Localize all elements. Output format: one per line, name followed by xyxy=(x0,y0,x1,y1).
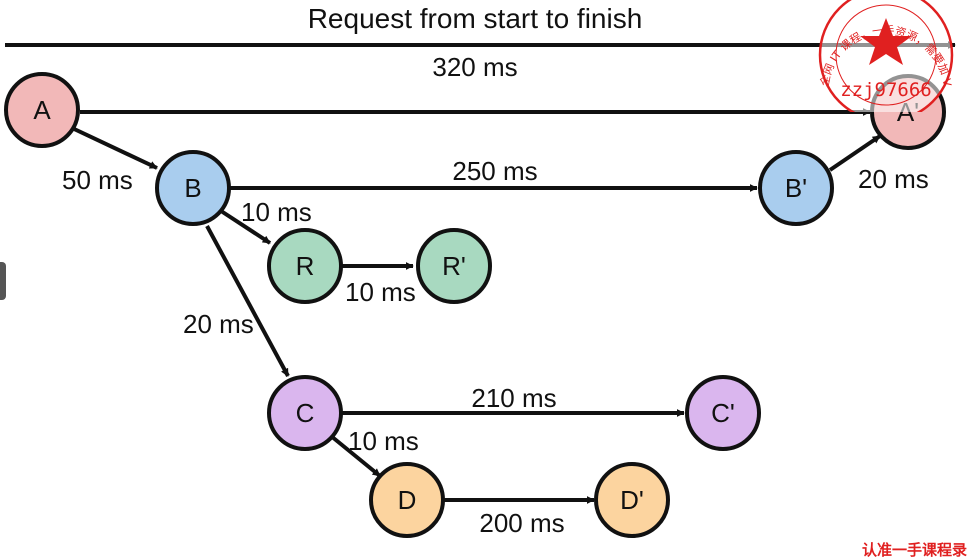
node-c-prime-circle xyxy=(685,375,761,451)
node-d: D xyxy=(369,462,445,538)
node-d-circle xyxy=(369,462,445,538)
diagram-title: Request from start to finish xyxy=(308,3,643,34)
node-a: A xyxy=(4,72,80,148)
edge-a-b-label: 50 ms xyxy=(62,165,133,195)
node-b-prime-circle xyxy=(758,150,834,226)
total-duration-label: 320 ms xyxy=(432,52,517,82)
edge-c-c2-label: 210 ms xyxy=(471,383,556,413)
edge-b2-a2-label: 20 ms xyxy=(858,164,929,194)
edge-c-d-label: 10 ms xyxy=(348,426,419,456)
edge-b-b2-label: 250 ms xyxy=(452,156,537,186)
node-d-prime-label: D' xyxy=(620,485,644,515)
node-r: R xyxy=(267,228,343,304)
node-b-prime: B' xyxy=(758,150,834,226)
node-r-label: R xyxy=(296,251,315,281)
node-c-label: C xyxy=(296,398,315,428)
edge-b-to-r xyxy=(216,207,272,245)
node-d-label: D xyxy=(398,485,417,515)
node-b-circle xyxy=(155,150,231,226)
edge-b-c-label: 20 ms xyxy=(183,309,254,339)
node-c-circle xyxy=(267,375,343,451)
node-c-prime-label: C' xyxy=(711,398,735,428)
node-a-label: A xyxy=(33,95,51,125)
edge-b2-to-a2 xyxy=(828,134,882,172)
node-d-prime: D' xyxy=(594,462,670,538)
node-r-prime: R' xyxy=(416,228,492,304)
node-b: B xyxy=(155,150,231,226)
node-c-prime: C' xyxy=(685,375,761,451)
node-c: C xyxy=(267,375,343,451)
node-a-circle xyxy=(4,72,80,148)
node-d-prime-circle xyxy=(594,462,670,538)
edge-c-to-d xyxy=(329,434,382,478)
node-a-prime: A' xyxy=(870,74,946,150)
node-r-prime-label: R' xyxy=(442,251,466,281)
node-b-prime-label: B' xyxy=(785,173,807,203)
watermark-bottom-text: 认准一手课程录 xyxy=(861,541,967,559)
node-b-label: B xyxy=(184,173,201,203)
node-a-prime-label: A' xyxy=(897,97,919,127)
edge-a-to-b xyxy=(71,126,158,170)
edge-b-r-label: 10 ms xyxy=(241,197,312,227)
edge-b-to-c xyxy=(205,225,290,377)
node-r-prime-circle xyxy=(416,228,492,304)
node-r-circle xyxy=(267,228,343,304)
side-panel-handle[interactable] xyxy=(0,262,6,300)
edge-r-r2-label: 10 ms xyxy=(345,277,416,307)
edge-d-d2-label: 200 ms xyxy=(479,508,564,538)
